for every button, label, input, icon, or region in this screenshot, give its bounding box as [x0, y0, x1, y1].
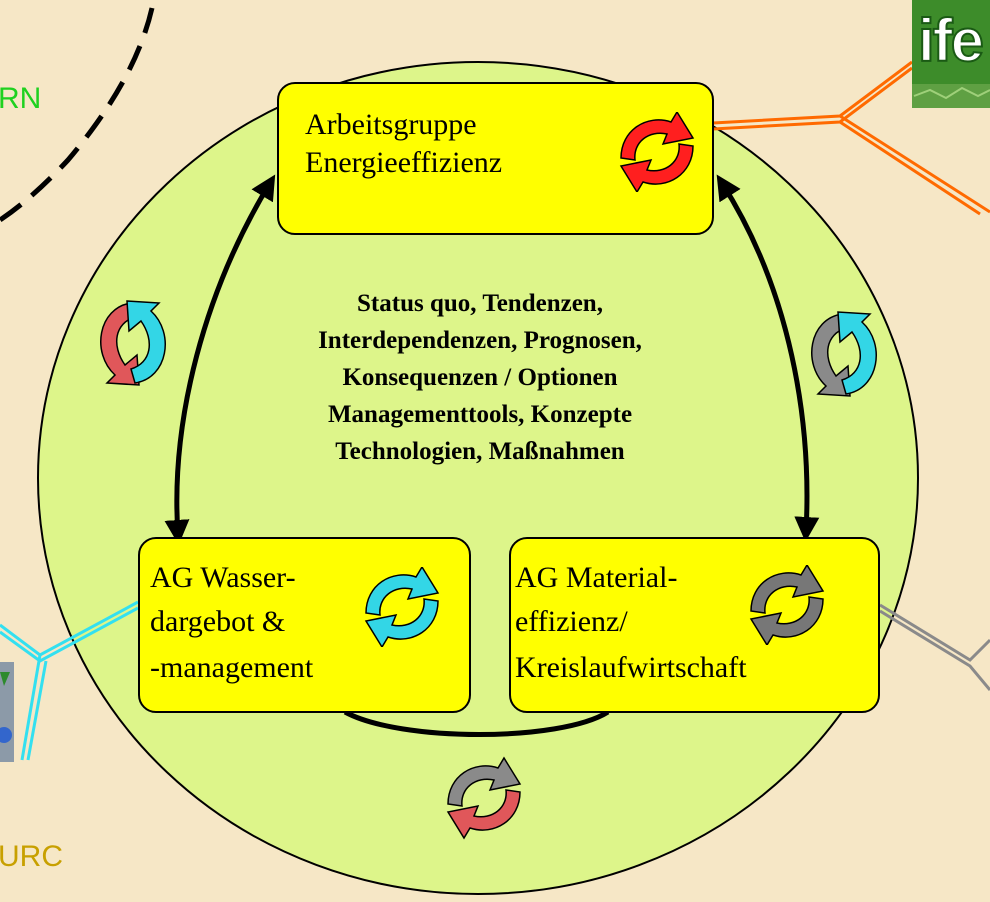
- center-topics: Status quo, Tendenzen, Interdependenzen,…: [230, 285, 730, 470]
- arrow-water-material: [343, 709, 610, 737]
- urc-logo: [0, 662, 14, 762]
- dashed-boundary: [0, 7, 155, 223]
- box-material-efficiency: AG Material- effizienz/ Kreislaufwirtsch…: [509, 537, 880, 713]
- ife-logo: [912, 0, 990, 108]
- cycle-icon-red: [619, 112, 695, 192]
- label-bottom-left-partial: URC: [0, 840, 63, 873]
- center-line-1: Status quo, Tendenzen,: [357, 290, 603, 317]
- box-energy-line1: Arbeitsgruppe: [305, 108, 477, 141]
- cycle-icon-gray: [749, 565, 825, 645]
- label-top-left-partial: RN: [0, 82, 42, 115]
- box-material-line1: AG Material-: [515, 561, 678, 594]
- cycle-icon-gray-red: [446, 756, 522, 840]
- arrow-energy-water: [164, 174, 276, 545]
- energy-connector: [712, 60, 990, 216]
- cycle-icon-red-cyan: [100, 300, 166, 386]
- water-connector: [0, 600, 139, 761]
- arrow-energy-material: [716, 174, 820, 542]
- box-material-line3: Kreislaufwirtschaft: [515, 651, 747, 684]
- cycle-icon-gray-cyan: [811, 311, 877, 397]
- box-water-line1: AG Wasser-: [150, 561, 296, 594]
- box-water-line3: -management: [150, 651, 314, 684]
- box-energy-line2: Energieeffizienz: [305, 146, 503, 179]
- box-water-management: AG Wasser- dargebot & -management: [138, 537, 471, 713]
- box-water-line2: dargebot &: [150, 605, 286, 638]
- box-energy-efficiency: Arbeitsgruppe Energieeffizienz: [277, 82, 714, 235]
- center-line-2: Interdependenzen, Prognosen,: [318, 327, 642, 354]
- material-connector: [879, 603, 990, 691]
- logo-text-partial: ife: [917, 7, 985, 75]
- center-line-3: Konsequenzen / Optionen: [342, 364, 618, 391]
- box-material-line2: effizienz/: [515, 605, 628, 638]
- cycle-icon-cyan: [364, 567, 440, 647]
- center-line-5: Technologien, Maßnahmen: [335, 438, 625, 465]
- center-line-4: Managementtools, Konzepte: [327, 401, 633, 428]
